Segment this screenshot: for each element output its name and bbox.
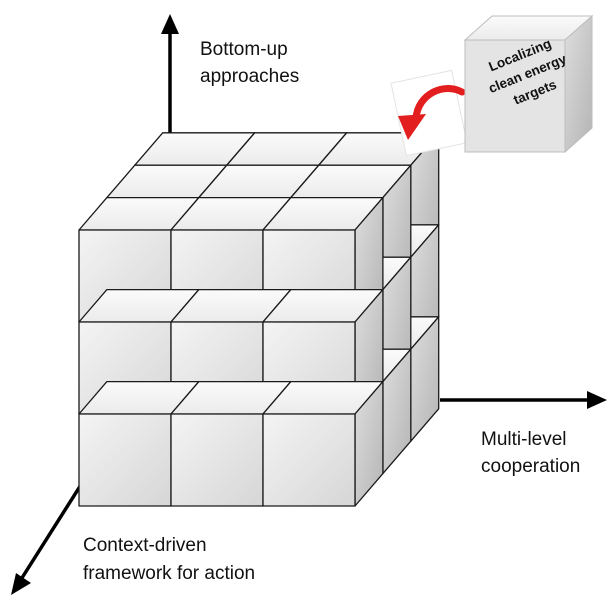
block-front-face bbox=[262, 413, 356, 507]
diagonal-axis-label-line-2: framework for action bbox=[83, 563, 255, 584]
arrow-icon bbox=[161, 14, 179, 34]
block-front-face bbox=[170, 413, 264, 507]
vertical-axis bbox=[161, 14, 179, 150]
horizontal-axis bbox=[440, 391, 607, 409]
horizontal-axis-label-line-1: Multi-level bbox=[481, 429, 567, 450]
arrow-icon bbox=[11, 573, 31, 595]
vertical-axis-label-line-2: approaches bbox=[200, 66, 299, 87]
horizontal-axis-label-line-2: cooperation bbox=[481, 456, 580, 477]
curved-arrow-icon bbox=[390, 69, 468, 157]
localizing-targets-cube: Localizing clean energy targets bbox=[463, 14, 594, 154]
diagonal-axis bbox=[11, 479, 86, 595]
diagonal-axis-label-line-1: Context-driven bbox=[83, 535, 207, 556]
vertical-axis-label-line-1: Bottom-up bbox=[200, 39, 288, 60]
block-front-face bbox=[78, 413, 172, 507]
arrow-icon bbox=[587, 391, 607, 409]
cube-stack bbox=[78, 132, 440, 507]
